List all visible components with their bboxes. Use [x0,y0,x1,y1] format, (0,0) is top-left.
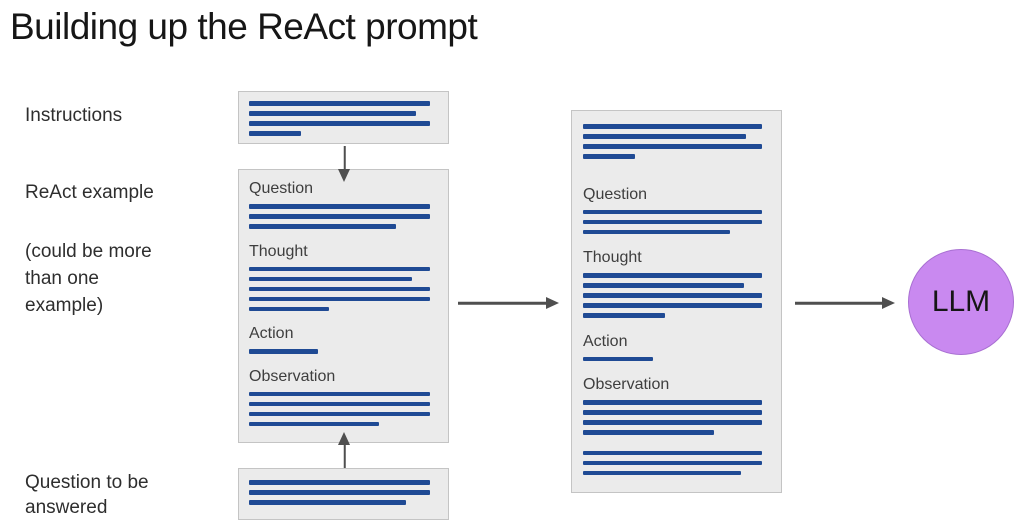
text-line [249,480,430,485]
text-line [249,500,407,505]
label-question-line: answered [25,497,108,518]
action-text-lines [249,349,430,354]
text-line [583,273,762,278]
text-line [249,306,329,311]
text-line [249,490,430,495]
section-label-observation: Observation [249,367,336,385]
arrow-up-icon [338,432,351,468]
question-text-lines [249,204,430,229]
text-line [249,266,430,271]
label-example-note: (could be more than one example) [25,238,152,319]
section-label-observation: Observation [583,376,670,393]
label-question-line: Question to be [25,472,149,493]
label-instructions: Instructions [25,105,123,126]
react-example-box: Question Thought Action Observation [238,169,449,443]
text-line [249,131,302,136]
text-line [583,420,762,425]
llm-circle: LLM [908,249,1014,355]
thought-text-lines [583,273,762,318]
text-line [583,124,762,129]
text-line [583,313,666,318]
section-action: Action [583,332,762,361]
section-action: Action [249,324,430,354]
combined-prompt-box: Question Thought Action Observation [571,110,782,493]
text-line [249,276,412,281]
text-line [249,214,430,219]
section-label-question: Question [583,185,648,203]
section-label-action: Action [583,332,628,350]
text-line [583,356,653,361]
text-line [583,283,745,288]
arrow-right-icon [458,296,559,310]
label-react-example: ReAct example [25,182,154,203]
thought-text-lines [249,266,430,311]
label-question-to-be-answered: Question to be answered [25,470,149,520]
text-line [249,224,396,229]
arrow-right-icon [795,296,895,310]
section-observation: Observation [249,367,430,426]
question-text-lines [583,209,762,234]
section-thought: Thought [583,248,762,318]
text-line [249,286,430,291]
section-question: Question [583,185,762,234]
slide-title: Building up the ReAct prompt [10,6,478,47]
section-label-question: Question [249,180,314,197]
label-example-note-line: example) [25,295,104,316]
text-line [583,410,762,415]
question-box [238,468,449,520]
text-line [583,450,762,455]
action-text-lines [583,356,762,361]
section-label-thought: Thought [583,249,642,266]
instructions-box [238,91,449,144]
text-line [249,101,430,106]
text-line [583,303,762,308]
text-line [583,293,762,298]
section-thought: Thought [249,242,430,311]
text-line [583,460,762,465]
arrow-down-icon [338,146,351,182]
section-observation: Observation [583,375,762,435]
text-line [249,401,430,406]
text-line [249,111,416,116]
section-label-thought: Thought [249,242,308,260]
text-line [249,349,318,354]
question-text-lines [249,480,430,505]
text-line [583,154,635,159]
instructions-text-lines [249,101,430,136]
text-line [583,144,762,149]
text-line [249,411,430,416]
section-label-action: Action [249,325,294,342]
text-line [583,470,741,475]
label-example-note-line: than one [25,268,99,289]
text-line [249,391,430,396]
section-question: Question [249,179,430,229]
appended-question-text-lines [583,450,762,475]
observation-text-lines [249,391,430,426]
text-line [249,421,380,426]
text-line [583,219,762,224]
label-example-note-line: (could be more [25,241,152,262]
observation-text-lines [583,400,762,435]
text-line [583,430,714,435]
text-line [249,204,430,209]
instructions-text-lines [583,124,762,159]
llm-label: LLM [931,285,991,318]
text-line [583,400,762,405]
text-line [249,121,430,126]
text-line [583,134,746,139]
text-line [249,296,430,301]
text-line [583,209,762,214]
text-line [583,229,730,234]
